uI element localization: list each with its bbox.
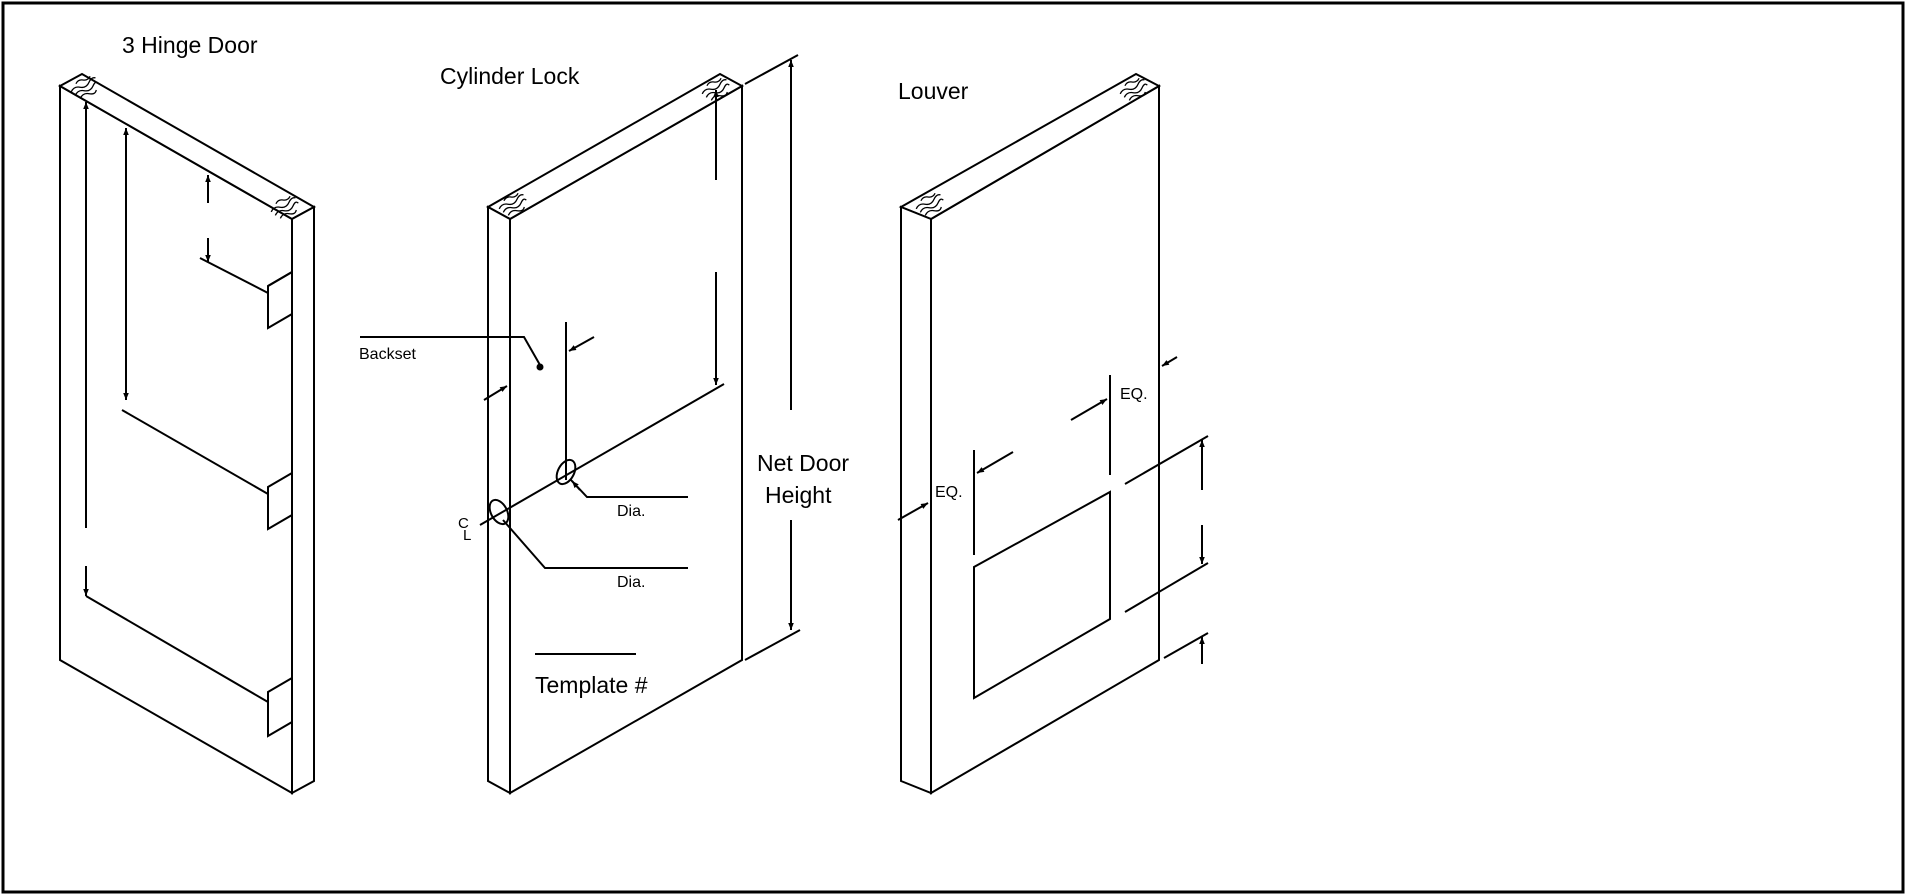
hinge-3: [85, 595, 293, 738]
hinge-1: [199, 257, 293, 330]
cylinder-lock-title: Cylinder Lock: [440, 63, 580, 89]
net-door-height-label-line1: Net Door: [757, 450, 849, 476]
centerline-symbol-l: L: [463, 527, 471, 544]
lock-centerline: [479, 383, 725, 526]
hinge-door-title: 3 Hinge Door: [122, 32, 258, 58]
louver-vdim-ext-top: [1124, 435, 1209, 485]
net-height-ext-top: [744, 54, 799, 85]
backset-point: [536, 363, 544, 371]
louver-vdim-ext-mid: [1124, 562, 1209, 613]
backset-leader: [360, 336, 541, 366]
hinge-door-side-edge: [291, 205, 315, 795]
cylinder-bore-face: [555, 458, 577, 486]
dia-label-1: Dia.: [617, 503, 645, 520]
backset-arrow-right: [568, 336, 595, 352]
template-label: Template #: [535, 672, 648, 698]
louver-title: Louver: [898, 78, 969, 104]
cylinder-lock-diagram: Cylinder Lock Net Door Height C L Backse…: [359, 54, 849, 795]
louver-opening: [973, 490, 1111, 700]
eq-label-top: EQ.: [1120, 386, 1148, 403]
backset-label: Backset: [359, 346, 416, 363]
eq-arrow-left-out: [897, 502, 929, 521]
eq-label-left: EQ.: [935, 484, 963, 501]
eq-arrow-top-left: [1070, 398, 1108, 421]
louver-diagram: Louver EQ. EQ.: [897, 72, 1209, 795]
dia-label-2: Dia.: [617, 574, 645, 591]
louver-door-side-edge: [900, 205, 932, 795]
net-height-ext-bottom: [744, 629, 801, 661]
hinge-2: [121, 409, 293, 531]
dia-leader-2: [502, 519, 688, 569]
dia-leader-1-arrow: [571, 480, 581, 491]
backset-arrow-left: [483, 385, 508, 401]
hinge-door-diagram: 3 Hinge Door: [57, 32, 317, 795]
net-door-height-label-line2: Height: [765, 482, 832, 508]
centerline-symbol-c: C: [458, 515, 469, 532]
eq-arrow-left-in: [976, 451, 1014, 474]
eq-arrow-top-right: [1161, 356, 1178, 367]
